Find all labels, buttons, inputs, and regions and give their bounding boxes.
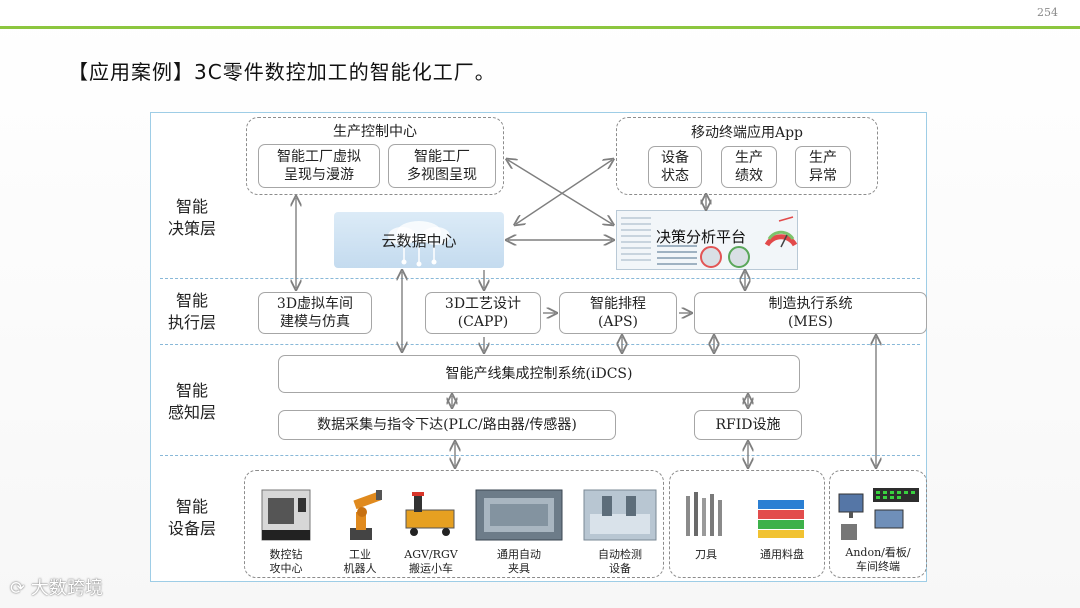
- mes-box: 制造执行系统 (MES): [694, 292, 927, 334]
- control-center-group: [246, 117, 504, 195]
- page-number: 254: [1037, 6, 1058, 19]
- cutting-tools-icon: [686, 492, 722, 536]
- data-collection-box: 数据采集与指令下达(PLC/路由器/传感器): [278, 410, 616, 440]
- cloud-data-center-label: 云数据中心: [381, 232, 457, 250]
- layer-label-equipment: 智能 设备层: [167, 497, 216, 538]
- production-exception-box: 生产 异常: [795, 146, 851, 188]
- inspection-device-icon: [583, 489, 657, 541]
- layer-label-execution: 智能 执行层: [167, 291, 216, 332]
- layer-divider: [160, 455, 920, 456]
- agv-cart-icon: [405, 492, 455, 536]
- fixture-icon: [475, 489, 563, 541]
- capp-box: 3D工艺设计 (CAPP): [425, 292, 541, 334]
- cnc-machine-icon: [261, 489, 311, 541]
- mobile-app-group: [616, 117, 878, 195]
- virtual-workshop-box: 3D虚拟车间 建模与仿真: [258, 292, 372, 334]
- layer-label-decision: 智能 决策层: [167, 197, 216, 238]
- idcs-box: 智能产线集成控制系统(iDCS): [278, 355, 800, 393]
- material-tray-icon: [758, 500, 804, 538]
- cloud-data-center-image: [334, 212, 504, 268]
- aps-box: 智能排程 (APS): [559, 292, 677, 334]
- equipment-group-terminals: [829, 470, 927, 578]
- industrial-robot-icon: [350, 490, 382, 540]
- watermark-text: 大数跨境: [30, 578, 103, 599]
- rfid-box: RFID设施: [694, 410, 802, 440]
- equipment-caption: 数控钻 攻中心: [269, 548, 303, 575]
- production-performance-box: 生产 绩效: [721, 146, 777, 188]
- cloud-icon: [388, 221, 450, 267]
- equipment-group-tools: [669, 470, 825, 578]
- watermark-logo-icon: ⟳: [10, 578, 26, 599]
- layer-label-perception: 智能 感知层: [167, 381, 216, 422]
- equipment-caption: 通用自动 夹具: [497, 548, 541, 575]
- equipment-group-machines: [244, 470, 664, 578]
- slide-title: 【应用案例】3C零件数控加工的智能化工厂。: [68, 60, 496, 84]
- virtual-roaming-box: 智能工厂虚拟 呈现与漫游: [258, 144, 380, 188]
- equipment-caption: 刀具: [695, 548, 717, 561]
- dashboard-icon: [621, 216, 798, 268]
- equipment-caption: 通用料盘: [760, 548, 804, 561]
- multi-view-box: 智能工厂 多视图呈现: [388, 144, 496, 188]
- equipment-caption: 工业 机器人: [343, 548, 377, 575]
- equipment-caption: 自动检测 设备: [598, 548, 642, 575]
- control-center-title: 生产控制中心: [333, 124, 417, 140]
- layer-divider: [160, 344, 920, 345]
- watermark: ⟳ 大数跨境: [10, 574, 103, 600]
- mobile-app-title: 移动终端应用App: [690, 125, 804, 141]
- andon-terminal-icon: [838, 488, 919, 540]
- device-status-box: 设备 状态: [648, 146, 702, 188]
- equipment-caption: Andon/看板/ 车间终端: [845, 546, 911, 573]
- equipment-caption: AGV/RGV 搬运小车: [404, 548, 458, 575]
- decision-platform-label: 决策分析平台: [656, 228, 747, 246]
- header-accent-line: [0, 26, 1080, 29]
- layer-divider: [160, 278, 920, 279]
